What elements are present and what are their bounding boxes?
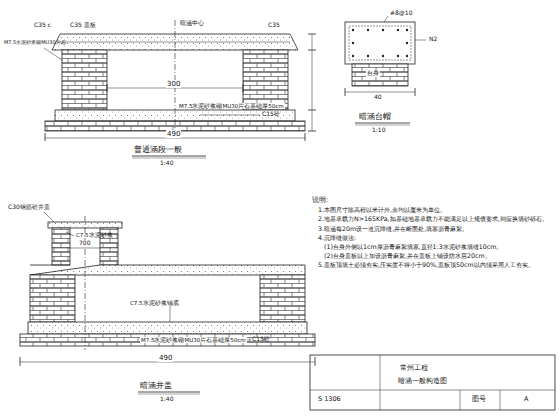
material-note: M7.5水泥砂浆砌MU30片石基础厚50cm bbox=[140, 337, 247, 343]
material-note: C35 c bbox=[34, 22, 51, 29]
material-note: C35 bbox=[268, 22, 280, 29]
scale: 1:40 bbox=[160, 160, 173, 167]
material-note: C7.5水泥砂浆 bbox=[76, 232, 113, 238]
material-note: C7.5水泥砂浆铺底 bbox=[130, 300, 179, 306]
notes-heading: 说明: bbox=[312, 196, 328, 204]
note-line: 3.暗涵每20m设一道沉降缝,并在断面处,填塞沥青麻絮。 bbox=[318, 225, 552, 232]
dimension: 700 bbox=[78, 240, 91, 247]
material-note: C30钢筋砼井盖 bbox=[8, 204, 50, 211]
rebar-mark: N2 bbox=[429, 36, 437, 43]
rebar-mark: #8@10 bbox=[390, 10, 412, 17]
material-note: C15砼 bbox=[252, 336, 270, 343]
material-note: C15砼 bbox=[262, 111, 280, 118]
note-line: (2)台身盖板以上加设沥青麻絮,并在盖板上铺设防水层20cm。 bbox=[324, 252, 552, 259]
view-title: 暗涵台帽 bbox=[359, 113, 391, 122]
scale: 1:40 bbox=[160, 396, 173, 403]
title-block-text: 暗涵一般构造图 bbox=[398, 377, 447, 385]
view-title: 普通涵段一般 bbox=[134, 146, 182, 155]
note-line: 4.沉降缝做法: bbox=[318, 234, 552, 241]
note-line: 1.本图尺寸除高程以米计外,余均以厘米为单位。 bbox=[318, 206, 552, 213]
title-block-text: A bbox=[524, 396, 528, 403]
dimension: 300 bbox=[166, 80, 181, 88]
material-note: C35 盖板 bbox=[70, 22, 96, 29]
scale: 1:10 bbox=[372, 127, 385, 134]
title-block-text: S 1306 bbox=[318, 396, 341, 403]
centerline-label: 暗涵中心 bbox=[180, 20, 204, 27]
part-name: 台身 bbox=[366, 70, 380, 77]
note-line: (1)台身外侧以1cm厚沥青麻絮填塞,直径1:3水泥砂浆填缝10cm。 bbox=[324, 243, 552, 250]
note-line: 2.地基承载力N>165KPa,如基础地基承载力不能满足以上规值要求,则应换填砂… bbox=[318, 215, 552, 222]
dimension: 40 bbox=[374, 94, 382, 101]
material-note: M7.5水泥砂浆砌MU30片石 bbox=[4, 40, 66, 46]
title-block-text: 常州工程 bbox=[400, 364, 428, 372]
dimension: 490 bbox=[166, 130, 181, 138]
title-block-text: 图号 bbox=[472, 396, 486, 403]
view-title: 暗涵井盖 bbox=[140, 382, 172, 391]
note-line: 5.盖板顶填土必须夯实,压实度不得小于90%,盖板顶50cm以内须采用人工夯实。 bbox=[318, 261, 552, 268]
dimension: 490 bbox=[158, 354, 173, 362]
material-note: M7.5水泥砂浆砌MU30片石基础厚50cm bbox=[178, 103, 285, 109]
